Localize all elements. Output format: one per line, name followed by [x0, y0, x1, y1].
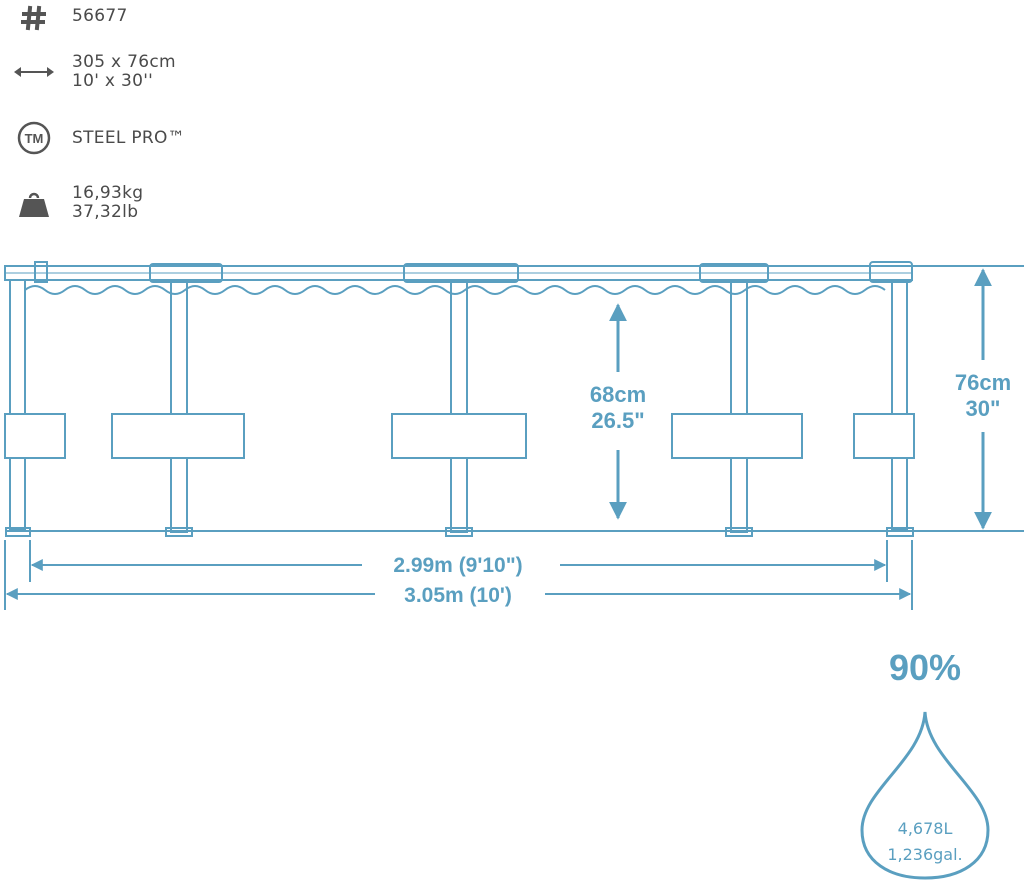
rail-joint [403, 263, 519, 283]
fill-percent: 90% [889, 647, 961, 688]
weight-kg: 16,93kg [72, 183, 144, 203]
outer-width-label: 3.05m (10') [404, 584, 512, 607]
item-number: 56677 [72, 6, 128, 26]
post-foot [445, 527, 473, 537]
frame-post [450, 279, 468, 533]
post-foot [5, 527, 31, 537]
wall-height-cm: 76cm [955, 370, 1011, 395]
frame-post [730, 279, 748, 533]
trademark-icon: TM [12, 118, 56, 158]
double-arrow-icon [12, 52, 56, 92]
liner-wave [24, 285, 886, 295]
side-brace [671, 413, 803, 459]
wall-height-in: 30" [966, 396, 1001, 421]
capacity-liters: 4,678L [898, 819, 953, 838]
side-brace [391, 413, 527, 459]
rail-joint [699, 263, 769, 283]
size-imperial: 10' x 30'' [72, 71, 154, 91]
side-brace [4, 413, 66, 459]
frame-post-left [9, 279, 26, 531]
weight-lb: 37,32lb [72, 202, 139, 222]
tm-badge-label: TM [25, 131, 44, 146]
size-metric: 305 x 76cm [72, 52, 176, 72]
hash-icon [12, 0, 56, 38]
frame-post [170, 279, 188, 533]
rail-joint [34, 261, 48, 283]
inner-width-label: 2.99m (9'10") [393, 554, 522, 577]
weight-icon [12, 184, 56, 224]
side-brace [111, 413, 245, 459]
frame-post-right [891, 279, 908, 531]
water-drop-icon [860, 711, 990, 880]
water-height-in: 26.5" [591, 408, 644, 433]
side-brace [853, 413, 915, 459]
post-foot [725, 527, 753, 537]
brand-name: STEEL PRO™ [72, 128, 185, 148]
capacity-gallons: 1,236gal. [887, 845, 962, 864]
pool-frame [4, 261, 1024, 610]
water-height-cm: 68cm [590, 382, 646, 407]
post-foot [886, 527, 914, 537]
post-foot [165, 527, 193, 537]
